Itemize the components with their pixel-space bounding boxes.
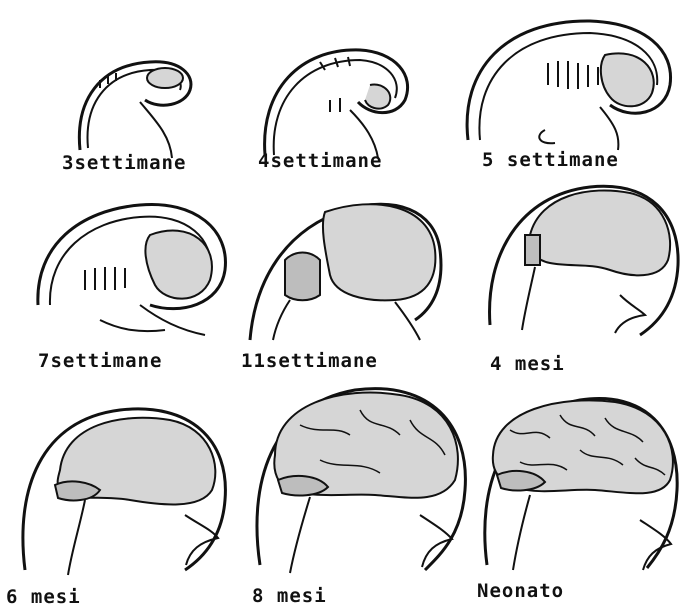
stage-4-months: 4 mesi bbox=[480, 175, 685, 380]
stage-label: 11settimane bbox=[241, 350, 378, 372]
embryo-5-weeks-drawing bbox=[460, 15, 680, 155]
stage-label: 3settimane bbox=[62, 152, 186, 174]
fetus-4-months-drawing bbox=[480, 175, 685, 345]
stage-newborn: Neonato bbox=[475, 380, 685, 608]
embryo-3-weeks-drawing bbox=[60, 40, 260, 160]
embryo-7-weeks-drawing bbox=[30, 195, 240, 345]
stage-label: 4settimane bbox=[258, 150, 382, 172]
stage-7-weeks: 7settimane bbox=[30, 195, 240, 380]
stage-label: 7settimane bbox=[38, 350, 162, 372]
stage-6-months: 6 mesi bbox=[0, 390, 245, 608]
stage-5-weeks: 5 settimane bbox=[460, 15, 680, 185]
embryo-4-weeks-drawing bbox=[250, 40, 450, 160]
stage-label: 8 mesi bbox=[252, 585, 327, 607]
stage-8-months: 8 mesi bbox=[240, 375, 475, 608]
newborn-brain-drawing bbox=[475, 380, 685, 580]
stage-label: Neonato bbox=[477, 580, 564, 602]
embryo-11-weeks-drawing bbox=[235, 190, 450, 345]
stage-label: 5 settimane bbox=[482, 149, 619, 171]
fetus-6-months-drawing bbox=[0, 390, 245, 580]
fetus-8-months-drawing bbox=[240, 375, 475, 580]
stage-4-weeks: 4settimane bbox=[250, 40, 450, 180]
stage-11-weeks: 11settimane bbox=[235, 190, 450, 380]
stage-label: 4 mesi bbox=[490, 353, 565, 375]
stage-label: 6 mesi bbox=[6, 586, 81, 608]
stage-3-weeks: 3settimane bbox=[60, 40, 260, 180]
